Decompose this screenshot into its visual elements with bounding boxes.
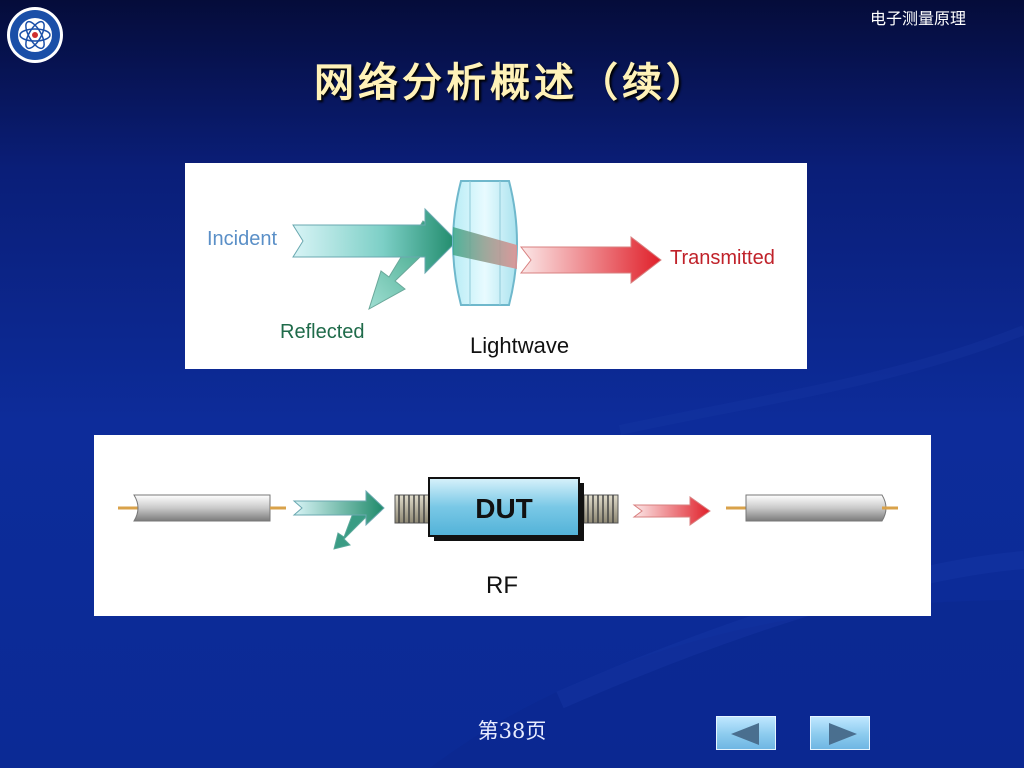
uestc-emblem-icon [7, 7, 63, 63]
rf-diagram: DUT RF [94, 435, 931, 616]
incident-arrow [292, 207, 458, 275]
course-title: 电子测量原理 [869, 9, 966, 28]
triangle-left-icon [731, 723, 759, 745]
rf-reflected-arrow [333, 504, 369, 550]
reflected-label: Reflected [280, 321, 365, 343]
next-slide-button[interactable] [810, 716, 870, 750]
right-cable-icon [726, 494, 898, 522]
transmitted-label: Transmitted [670, 247, 775, 269]
dut-label: DUT [475, 493, 533, 524]
incident-label: Incident [207, 228, 277, 250]
rf-transmitted-arrow [632, 496, 711, 526]
rf-incident-arrow [292, 489, 385, 527]
left-cable-icon [118, 494, 286, 522]
previous-slide-button[interactable] [716, 716, 776, 750]
rf-label: RF [486, 572, 518, 599]
page-number: 第38页 [477, 719, 547, 743]
slide-title: 网络分析概述（续） [314, 59, 710, 106]
lightwave-label: Lightwave [470, 333, 569, 358]
transmitted-arrow [519, 235, 662, 285]
triangle-right-icon [829, 723, 857, 745]
lightwave-diagram: Incident Reflected Transmitted Lightwave [185, 163, 807, 369]
lens-icon [452, 180, 518, 306]
dut-icon [394, 477, 619, 541]
